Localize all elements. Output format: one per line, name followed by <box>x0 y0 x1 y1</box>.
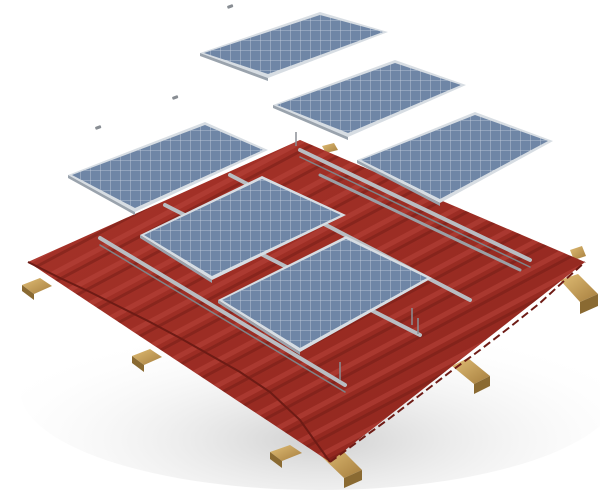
solar-panel <box>140 176 346 283</box>
solar-panel <box>200 12 388 81</box>
loose-clamps <box>95 4 234 130</box>
solar-panel <box>68 122 268 215</box>
timber-beam <box>270 445 302 468</box>
rail <box>98 236 347 387</box>
timber-beam <box>570 246 586 260</box>
timber-beam <box>22 278 52 300</box>
rail <box>299 156 531 268</box>
solar-panel <box>218 236 432 355</box>
rail <box>318 173 522 272</box>
solar-panel <box>273 60 466 140</box>
timber-beam <box>560 274 598 314</box>
timber-beam <box>132 349 162 372</box>
rail <box>99 244 346 393</box>
solar-panel <box>357 112 553 206</box>
rail <box>298 148 532 262</box>
timber-beam <box>322 143 338 153</box>
solar-panels <box>68 12 553 355</box>
